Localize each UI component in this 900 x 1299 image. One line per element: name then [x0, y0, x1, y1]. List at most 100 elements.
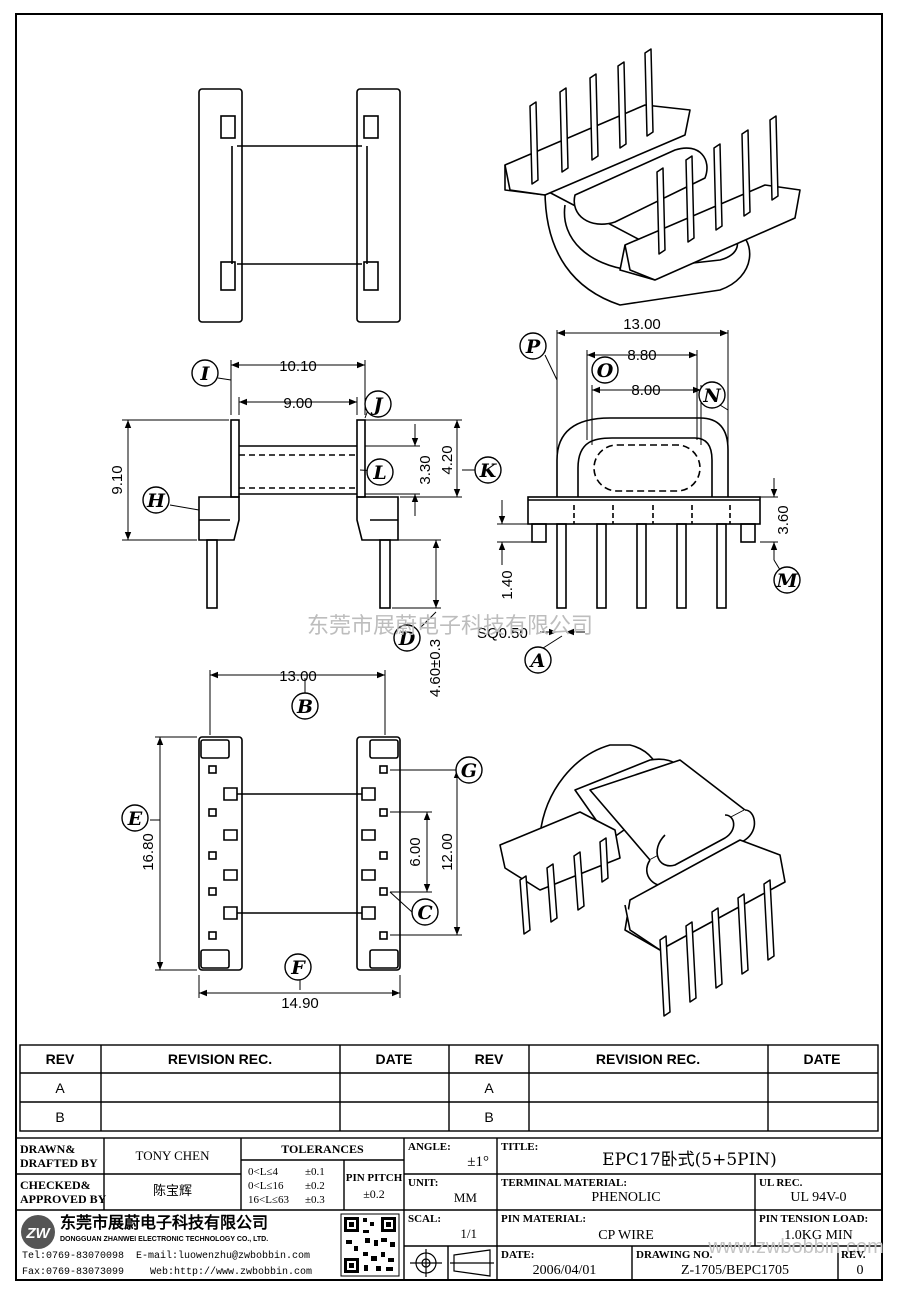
svg-text:P: P: [525, 336, 541, 358]
scal-value: 1/1: [460, 1226, 477, 1241]
dim-4-20: 4.20: [439, 445, 456, 474]
dim-1-40: 1.40: [499, 570, 516, 599]
dim-3-30: 3.30: [417, 455, 434, 484]
callout-n: N: [698, 381, 726, 409]
svg-text:ZW: ZW: [25, 1225, 51, 1242]
dim-bottom-13: 13.00: [279, 668, 317, 685]
callout-j: J: [364, 390, 392, 418]
callout-o: O: [591, 356, 619, 384]
rev-header-1: REV: [46, 1051, 75, 1067]
angle-label: ANGLE:: [408, 1141, 451, 1153]
rev-row-a-right: A: [484, 1080, 494, 1096]
drawing-no-label: DRAWING NO.: [636, 1249, 713, 1261]
company-name-en: DONGGUAN ZHANWEI ELECTRONIC TECHNOLOGY C…: [60, 1236, 269, 1243]
svg-text:G: G: [461, 760, 477, 782]
url-watermark: www.zwbobbin.com: [707, 1236, 884, 1258]
bottom-view: [198, 736, 401, 971]
dim-12-00: 12.00: [439, 833, 456, 871]
isometric-view-2: [499, 744, 786, 1017]
rev-header-2: REVISION REC.: [168, 1051, 272, 1067]
dimension-texts: 13.00 8.80 8.00 10.10 9.00 9.10 3.30 4.2…: [109, 316, 792, 1012]
tolerances-label: TOLERANCES: [281, 1142, 364, 1156]
pin-material-label: PIN MATERIAL:: [501, 1213, 587, 1225]
pin-tension-value: 1.0KG MIN: [784, 1228, 853, 1243]
terminal-material-label: TERMINAL MATERIAL:: [501, 1177, 628, 1189]
iso1-pins: [529, 48, 779, 255]
rev-label: REV.: [841, 1249, 866, 1261]
tol-range-1: 0<L≤4: [248, 1166, 278, 1178]
unit-label: UNIT:: [408, 1177, 439, 1189]
dim-8-00: 8.00: [631, 382, 660, 399]
drawing-no-value: Z-1705/BEPC1705: [680, 1263, 790, 1278]
front-view: [527, 417, 761, 609]
unit-value: MM: [453, 1190, 477, 1205]
rev-header-6: DATE: [803, 1051, 840, 1067]
callouts: P O N I J H L K M D A B G E C F: [121, 332, 801, 981]
tol-range-2: 0<L≤16: [248, 1180, 284, 1192]
callout-l: L: [366, 458, 394, 486]
svg-text:N: N: [702, 385, 721, 407]
checked-label-2: APPROVED BY: [20, 1192, 107, 1206]
watermark: 东莞市展蔚电子科技有限公司: [307, 613, 593, 638]
tol-value-3: ±0.3: [305, 1194, 325, 1206]
pin-pitch-label: PIN PITCH: [345, 1172, 403, 1184]
svg-text:F: F: [290, 957, 306, 979]
checked-value: 陈宝辉: [152, 1184, 192, 1199]
checked-label-1: CHECKED&: [20, 1178, 91, 1192]
svg-text:J: J: [371, 394, 385, 416]
svg-text:D: D: [398, 628, 416, 650]
svg-text:A: A: [529, 650, 546, 672]
dim-9-10: 9.10: [109, 465, 126, 494]
side-view: [198, 419, 399, 609]
company-tel: Tel:0769-83070098: [22, 1251, 125, 1262]
scal-label: SCAL:: [408, 1213, 442, 1225]
title-value: EPC17卧式(5+5PIN): [602, 1150, 777, 1170]
rev-header-3: DATE: [375, 1051, 412, 1067]
pin-tension-label: PIN TENSION LOAD:: [759, 1213, 869, 1225]
callout-k: K: [474, 456, 502, 484]
revision-table: [19, 1044, 879, 1132]
company-logo: ZW: [21, 1215, 55, 1249]
drawn-label-1: DRAWN&: [20, 1142, 76, 1156]
callout-p: P: [519, 332, 547, 360]
rev-row-a-left: A: [55, 1080, 65, 1096]
svg-text:M: M: [775, 570, 798, 592]
rev-row-b-left: B: [55, 1109, 64, 1125]
svg-text:E: E: [127, 808, 143, 830]
callout-i: I: [191, 359, 219, 387]
date-value: 2006/04/01: [532, 1263, 597, 1278]
svg-text:K: K: [479, 460, 498, 482]
callout-b: B: [291, 692, 319, 720]
top-view: [198, 88, 401, 323]
dim-10-10: 10.10: [279, 358, 317, 375]
dim-9-00: 9.00: [283, 395, 312, 412]
svg-text:H: H: [146, 490, 166, 512]
dim-3-60: 3.60: [775, 505, 792, 534]
dim-sq: SQ0.50: [477, 625, 528, 642]
callout-h: H: [142, 486, 170, 514]
company-web: Web:http://www.zwbobbin.com: [150, 1267, 313, 1278]
pin-material-value: CP WIRE: [598, 1228, 654, 1243]
svg-text:L: L: [372, 462, 386, 484]
svg-text:I: I: [200, 363, 211, 385]
rev-value: 0: [856, 1263, 864, 1278]
title-label: TITLE:: [501, 1141, 539, 1153]
dim-8-80: 8.80: [627, 347, 656, 364]
tol-value-2: ±0.2: [305, 1180, 325, 1192]
tol-range-3: 16<L≤63: [248, 1194, 289, 1206]
rev-header-4: REV: [475, 1051, 504, 1067]
terminal-material-value: PHENOLIC: [591, 1190, 661, 1205]
callout-g: G: [455, 756, 483, 784]
qr-code: [340, 1213, 400, 1277]
pin-pitch-value: ±0.2: [363, 1187, 385, 1201]
svg-text:B: B: [296, 696, 313, 718]
iso2-pins: [519, 837, 775, 1017]
ul-rec-value: UL 94V-0: [790, 1190, 847, 1205]
rev-row-b-right: B: [484, 1109, 493, 1125]
drawn-label-2: DRAFTED BY: [20, 1156, 98, 1170]
isometric-view-1: [504, 48, 801, 306]
callout-e: E: [121, 804, 149, 832]
callout-m: M: [773, 566, 801, 594]
svg-text:O: O: [597, 360, 614, 382]
